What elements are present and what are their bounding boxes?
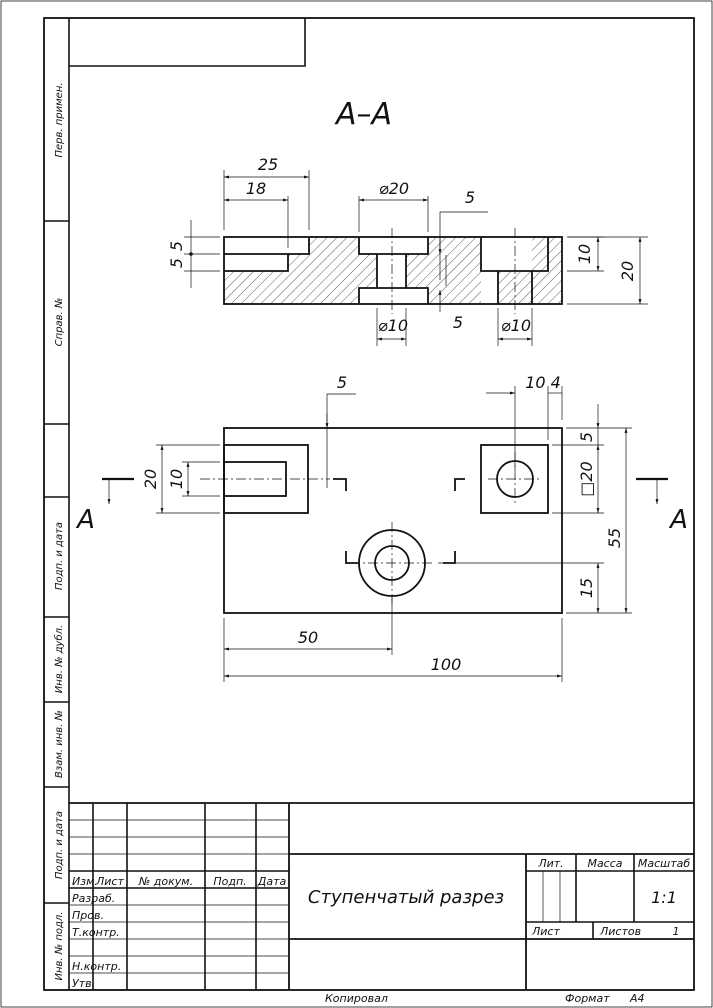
dim-10-right: 10 bbox=[575, 244, 594, 264]
tb-header-dokum: № докум. bbox=[138, 875, 193, 888]
tb-header-podp: Подп. bbox=[213, 875, 246, 888]
plan-centerlines bbox=[200, 452, 542, 604]
footer-copied: Копировал bbox=[325, 992, 388, 1005]
title-block bbox=[69, 802, 694, 990]
dim-25: 25 bbox=[258, 155, 278, 174]
tb-mass-label: Масса bbox=[587, 857, 622, 870]
strip-label-inv-podl: Инв. № подл. bbox=[54, 912, 65, 981]
section-label: A–A bbox=[334, 97, 392, 132]
plan-dim-100: 100 bbox=[431, 655, 462, 674]
dim-18: 18 bbox=[246, 179, 266, 198]
tb-row-utv: Утв. bbox=[72, 977, 95, 990]
dim-dia10-left: ⌀10 bbox=[378, 316, 408, 335]
tb-row-nkontr: Н.контр. bbox=[72, 960, 121, 973]
plan-dim-10-left: 10 bbox=[167, 469, 186, 489]
section-view bbox=[223, 228, 563, 314]
plan-dim-50: 50 bbox=[298, 628, 318, 647]
plan-dimensions bbox=[156, 386, 632, 682]
dim-5-top: 5 bbox=[465, 188, 475, 207]
dim-5a: 5 bbox=[167, 241, 186, 251]
plan-dim-square20: □20 bbox=[577, 461, 596, 496]
section-dimensions bbox=[184, 170, 648, 346]
plan-dim-55: 55 bbox=[605, 528, 624, 548]
dim-dia10-right: ⌀10 bbox=[501, 316, 531, 335]
plan-dim-20-left: 20 bbox=[141, 469, 160, 489]
plan-dim-5: 5 bbox=[337, 373, 347, 392]
tb-sheets-value: 1 bbox=[673, 925, 680, 938]
tb-sheet-label: Лист bbox=[531, 925, 560, 938]
tb-header-izm: Изм. bbox=[72, 875, 98, 888]
dim-5-bottom: 5 bbox=[453, 313, 463, 332]
left-margin-strip bbox=[44, 220, 69, 904]
cut-letter-left: A bbox=[75, 505, 95, 535]
tb-sheets-label: Листов bbox=[599, 925, 641, 938]
footer-format-label: Формат bbox=[565, 992, 610, 1005]
dim-20-right: 20 bbox=[618, 261, 637, 281]
plan-dim-10-4: 10 4 bbox=[525, 373, 561, 392]
tb-row-razrab: Разраб. bbox=[72, 892, 115, 905]
tb-row-prov: Пров. bbox=[72, 909, 104, 922]
plan-dim-5-right: 5 bbox=[577, 432, 596, 442]
cut-letter-right: A bbox=[668, 505, 688, 535]
strip-label-podp-1: Подп. и дата bbox=[54, 522, 65, 590]
tb-header-list: Лист bbox=[95, 875, 124, 888]
strip-label-perv: Перв. примен. bbox=[54, 82, 65, 157]
dim-5b: 5 bbox=[167, 258, 186, 268]
tb-scale-label: Масштаб bbox=[638, 857, 690, 870]
strip-label-vzam: Взам. инв. № bbox=[54, 710, 65, 778]
dim-dia20: ⌀20 bbox=[379, 179, 409, 198]
tb-title: Ступенчатый разрез bbox=[308, 887, 504, 908]
strip-label-sprav: Справ. № bbox=[54, 298, 65, 347]
strip-label-inv-dubl: Инв. № дубл. bbox=[53, 625, 65, 693]
tb-scale-value: 1:1 bbox=[651, 888, 677, 907]
plan-dim-15: 15 bbox=[577, 578, 596, 598]
tb-row-tkontr: Т.контр. bbox=[72, 926, 120, 939]
strip-label-podp-2: Подп. и дата bbox=[54, 811, 65, 879]
footer-format-value: А4 bbox=[629, 992, 645, 1005]
tb-lit-label: Лит. bbox=[537, 857, 563, 870]
section-hatched-body bbox=[224, 237, 562, 304]
tb-header-data: Дата bbox=[257, 875, 287, 888]
